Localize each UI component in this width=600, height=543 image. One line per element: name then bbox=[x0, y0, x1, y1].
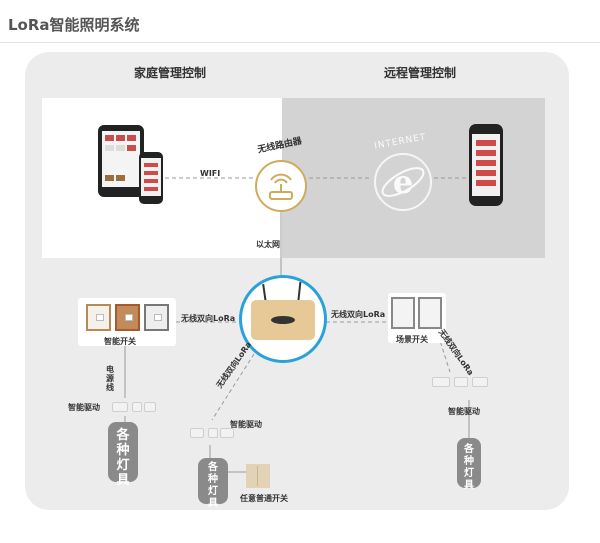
home-control-heading: 家庭管理控制 bbox=[134, 66, 207, 80]
lamp-icon: 各种灯具 bbox=[108, 422, 138, 488]
ordinary-switch-label: 任意普通开关 bbox=[240, 494, 288, 503]
title-divider bbox=[0, 42, 600, 43]
driver-icon bbox=[108, 398, 160, 416]
tablet-icon bbox=[98, 125, 144, 197]
gateway-icon bbox=[251, 300, 315, 340]
internet-explorer-icon: e bbox=[374, 153, 432, 211]
lora-left-label: 无线双向LoRa bbox=[181, 314, 236, 323]
router-icon bbox=[255, 160, 307, 212]
page-title: LoRa智能照明系统 bbox=[8, 16, 140, 34]
smart-switch-card bbox=[78, 298, 176, 346]
switch-icon bbox=[86, 304, 111, 331]
ethernet-label: 以太网 bbox=[256, 240, 280, 249]
switch-icon bbox=[391, 297, 415, 329]
lora-diag-left-link bbox=[211, 353, 255, 421]
switch-icon bbox=[115, 304, 140, 331]
switch-icon bbox=[418, 297, 442, 329]
remote-control-heading: 远程管理控制 bbox=[384, 66, 457, 80]
scene-switch-label: 场景开关 bbox=[396, 335, 428, 344]
driver-middle-label: 智能驱动 bbox=[230, 420, 262, 429]
driver-left-label: 智能驱动 bbox=[68, 403, 100, 412]
lamp-icon: 各种灯具 bbox=[198, 458, 228, 509]
ordinary-switch-icon bbox=[246, 464, 270, 488]
driver-icon bbox=[188, 424, 240, 442]
phone-icon bbox=[469, 124, 503, 206]
lamps-left-label: 各种灯具 bbox=[116, 428, 130, 488]
phone-icon bbox=[139, 152, 163, 204]
lamps-right-label: 各种灯具 bbox=[464, 444, 474, 491]
scene-switch-card bbox=[388, 293, 446, 343]
switch-icon bbox=[144, 304, 169, 331]
driver-icon bbox=[430, 373, 492, 391]
smart-switch-label: 智能开关 bbox=[104, 337, 136, 346]
driver-right-label: 智能驱动 bbox=[448, 407, 480, 416]
lamps-middle-label: 各种灯具 bbox=[208, 462, 218, 509]
lora-right-label: 无线双向LoRa bbox=[331, 310, 386, 319]
wifi-label: WIFI bbox=[200, 169, 221, 178]
svg-text:e: e bbox=[393, 163, 413, 201]
power-line-label: 电源线 bbox=[106, 365, 114, 392]
lamp-icon: 各种灯具 bbox=[457, 438, 481, 491]
